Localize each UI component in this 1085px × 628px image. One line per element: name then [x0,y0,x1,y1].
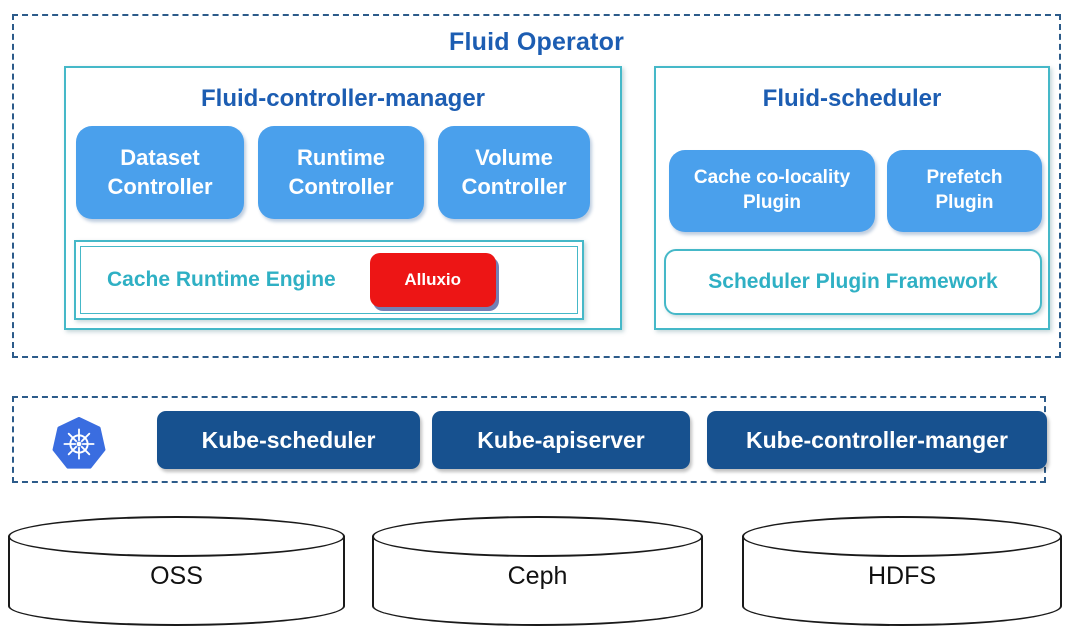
runtime-controller-node: Runtime Controller [258,126,424,219]
fluid-scheduler-title: Fluid-scheduler [762,85,942,112]
ceph-cylinder-top [372,516,703,557]
hdfs-storage-cylinder: HDFS [742,516,1062,626]
kubernetes-layer-box: Kube-scheduler Kube-apiserver Kube-contr… [12,396,1047,483]
hdfs-label: HDFS [867,561,937,590]
oss-label: OSS [150,561,203,590]
fluid-operator-title: Fluid Operator [448,28,625,56]
scheduler-plugin-framework-box: Scheduler Plugin Framework [664,249,1042,315]
cache-runtime-engine-inner: Cache Runtime Engine Alluxio [80,246,578,314]
ceph-label: Ceph [507,561,568,590]
oss-cylinder-top [8,516,345,557]
prefetch-plugin-node: Prefetch Plugin [887,150,1042,232]
hdfs-cylinder-top [742,516,1062,557]
ceph-storage-cylinder: Ceph [372,516,703,626]
oss-storage-cylinder: OSS [8,516,345,626]
fluid-scheduler-box: Fluid-scheduler Cache co-locality Plugin… [654,66,1050,330]
kube-scheduler-node: Kube-scheduler [157,411,420,469]
fluid-controller-manager-title: Fluid-controller-manager [200,85,486,112]
kubernetes-icon [52,417,106,469]
alluxio-node: Alluxio [369,253,496,307]
kube-controller-manager-node: Kube-controller-manger [707,411,1047,469]
controllers-row: Dataset Controller Runtime Controller Vo… [76,126,590,219]
cache-co-locality-plugin-node: Cache co-locality Plugin [669,150,875,232]
plugins-row: Cache co-locality Plugin Prefetch Plugin [669,150,1042,232]
cache-runtime-engine-label: Cache Runtime Engine [107,268,336,291]
dataset-controller-node: Dataset Controller [76,126,244,219]
fluid-controller-manager-box: Fluid-controller-manager Dataset Control… [64,66,622,330]
fluid-operator-box: Fluid Operator Fluid-controller-manager … [12,14,1061,358]
volume-controller-node: Volume Controller [438,126,590,219]
kube-apiserver-node: Kube-apiserver [432,411,690,469]
cache-runtime-engine-box: Cache Runtime Engine Alluxio [74,240,584,320]
